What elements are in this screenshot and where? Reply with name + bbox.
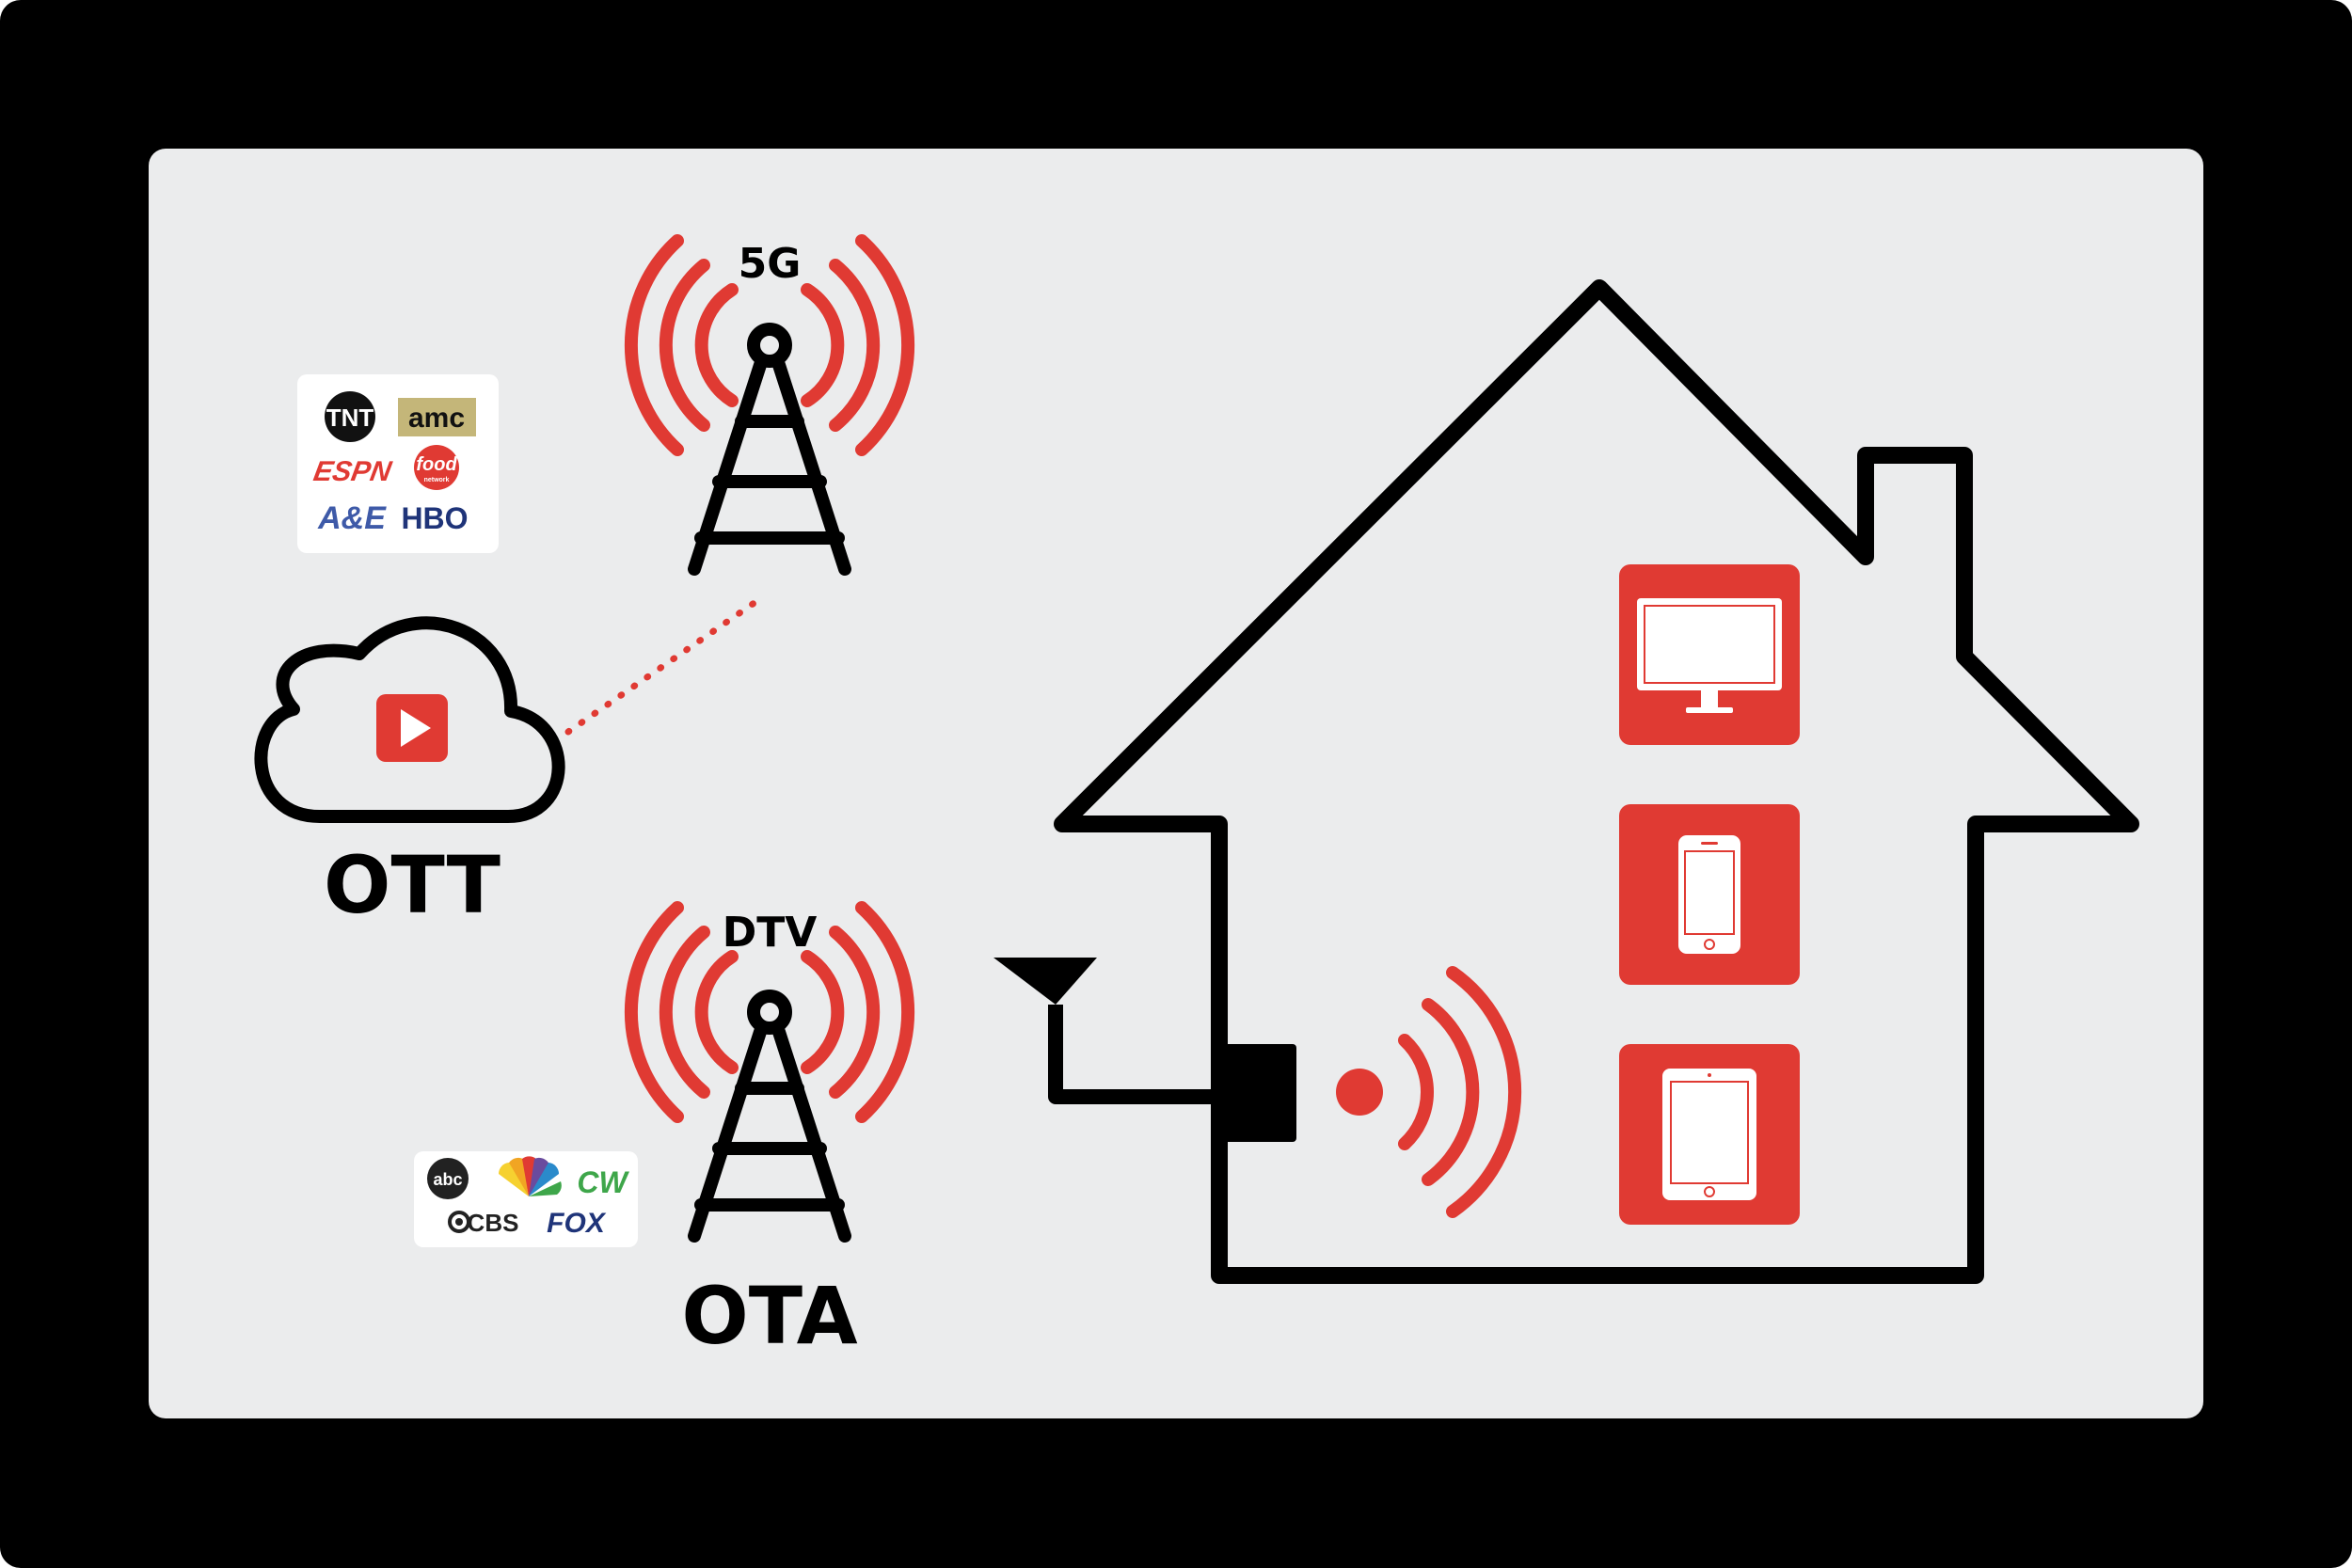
tower-5g-label: 5G <box>739 240 802 288</box>
logo-cbs: CBS <box>448 1209 519 1237</box>
tower-dtv-waves <box>624 901 915 1123</box>
smartphone-icon <box>1678 835 1740 954</box>
broadcast-networks-card: abc CW CBS FOX <box>414 1151 638 1247</box>
tower-5g-waves <box>624 234 915 456</box>
house-outline <box>1054 279 2139 1284</box>
logo-food-network: food network <box>414 445 459 490</box>
svg-text:CW: CW <box>577 1165 629 1199</box>
tv-antenna-icon <box>993 958 1296 1142</box>
cloud-play-icon <box>254 616 565 823</box>
svg-text:FOX: FOX <box>547 1208 607 1239</box>
ott-label: OTT <box>324 839 501 931</box>
svg-text:network: network <box>424 477 450 483</box>
logo-espn: ESPN <box>311 456 395 487</box>
svg-text:CBS: CBS <box>468 1209 519 1237</box>
receiver-box <box>1219 1044 1296 1142</box>
monitor-icon <box>1637 598 1782 713</box>
svg-text:TNT: TNT <box>326 404 374 432</box>
svg-text:amc: amc <box>408 403 465 434</box>
tower-dtv: DTV OTA <box>624 901 915 1362</box>
broadcast-tower-icon <box>688 323 851 576</box>
wireless-signal-icon <box>1336 966 1522 1218</box>
logo-nbc <box>498 1156 562 1196</box>
ota-label: OTA <box>681 1270 857 1362</box>
device-phone <box>1619 804 1800 985</box>
tower-dtv-label: DTV <box>723 909 818 957</box>
svg-text:ESPN: ESPN <box>311 456 395 487</box>
tower-5g: 5G <box>624 234 915 576</box>
logo-amc: amc <box>398 398 476 436</box>
logo-cw: CW <box>577 1165 629 1199</box>
logo-tnt: TNT <box>325 391 375 442</box>
logo-hbo: HBO <box>401 501 468 535</box>
logo-fox: FOX <box>547 1208 607 1239</box>
cable-channels-card: TNT amc ESPN food network A&E HBO <box>297 374 499 553</box>
ott-cloud: OTT <box>254 616 565 931</box>
broadcast-tower-icon <box>688 990 851 1243</box>
svg-text:food: food <box>416 454 457 475</box>
logo-ae: A&E <box>317 500 387 536</box>
logo-abc: abc <box>427 1158 469 1199</box>
device-tablet <box>1619 1044 1800 1225</box>
device-tv <box>1619 564 1800 745</box>
svg-text:abc: abc <box>433 1170 462 1189</box>
tablet-icon <box>1662 1069 1756 1200</box>
svg-text:HBO: HBO <box>401 501 468 535</box>
svg-text:A&E: A&E <box>317 500 387 536</box>
ott-5g-link <box>564 596 762 736</box>
